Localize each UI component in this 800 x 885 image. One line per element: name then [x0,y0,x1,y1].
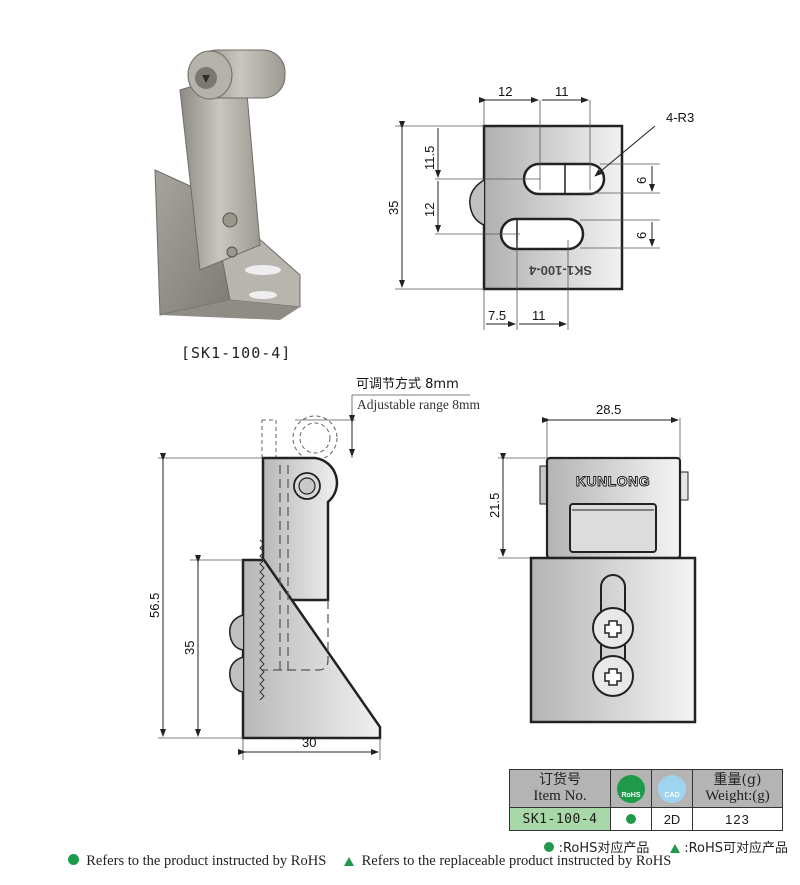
dim-top-left: 12 [498,84,512,99]
rohs-dot-icon [626,813,636,824]
dim-base-height: 35 [182,641,197,655]
weight-cell: 123 [692,807,783,831]
replaceable-triangle-icon [344,857,355,867]
top-view-drawing: 12 11 4-R3 35 11.5 12 6 6 7.5 11 SK1-100… [380,80,700,350]
dim-left-total: 35 [386,201,401,215]
dim-total-height: 56.5 [147,593,162,618]
dim-right-lower: 6 [634,232,649,239]
table-row: SK1-100-4 2D 123 [509,807,783,831]
rohs-icon: RoHS [617,774,645,803]
rohs-dot-icon [544,842,555,852]
rohs-cell [610,807,652,831]
adjust-label-cn: 可调节方式 8mm [356,376,459,392]
plate-stamp: SK1-100-4 [528,263,592,278]
legend-en: Refers to the product instructed by RoHS… [68,853,671,870]
screw-icon-lower [592,655,634,697]
screw-icon-upper [592,607,634,649]
header-item-no: 订货号 Item No. [509,769,611,808]
legend-cn: :RoHS对应产品 :RoHS可对应产品 [544,837,788,856]
header-weight: 重量(g) Weight:(g) [692,769,783,808]
brand-logo: KUNLONG [576,473,650,489]
dim-front-width: 28.5 [596,402,621,417]
replaceable-triangle-icon [670,844,681,853]
dim-right-upper: 6 [634,177,649,184]
side-view-drawing: 可调节方式 8mm Adjustable range 8mm [140,370,520,760]
dim-bottom-left: 7.5 [488,308,506,323]
dim-bottom-right: 11 [532,308,546,323]
bracket-photo-illustration [154,49,301,320]
spec-table: 订货号 Item No. RoHS CAD 重量(g) Weight:(g) S… [509,769,783,831]
dim-left-lower: 12 [422,203,437,217]
adjust-label-en: Adjustable range 8mm [357,397,480,412]
dim-width: 30 [302,735,316,750]
front-view-drawing: 28.5 21.5 KUNLONG [480,400,710,730]
cad-cell: 2D [651,807,693,831]
header-rohs: RoHS [610,769,652,808]
dim-upper-height: 21.5 [487,493,502,518]
header-cad: CAD [651,769,693,808]
dim-radius-callout: 4-R3 [666,110,694,125]
cad-icon: CAD [658,774,686,803]
rohs-dot-icon [68,854,79,865]
dim-left-upper: 11.5 [422,146,437,170]
product-photo [150,45,330,335]
product-caption: [SK1-100-4] [181,344,292,362]
item-no-cell: SK1-100-4 [509,807,611,831]
dim-top-right: 11 [555,84,569,99]
